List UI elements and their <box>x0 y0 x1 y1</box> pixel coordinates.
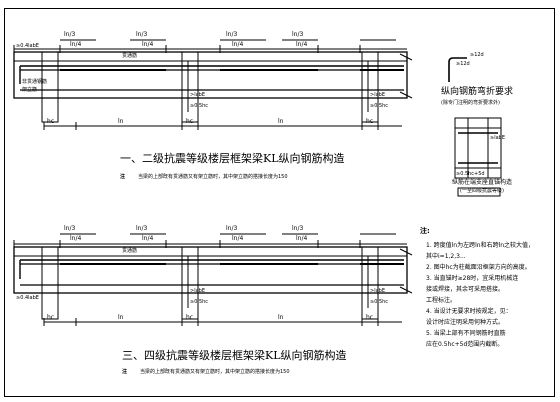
bot-lap-label: >labE <box>190 288 205 294</box>
note-item-7: 4. 当设计无要求时按规定，见： <box>426 308 512 315</box>
bot-dim-ln3-4: ln/3 <box>292 225 304 232</box>
break-line <box>399 248 413 256</box>
bot-through-label: 贯通筋 <box>122 248 138 254</box>
bot-dim-ln3-2: ln/3 <box>136 225 148 232</box>
bot-col-hc-1: hc <box>47 314 55 321</box>
note-item-8: 设计时应注明采用何种方式。 <box>426 319 505 326</box>
top-dim-ln3-4: ln/3 <box>292 31 304 38</box>
bend-detail <box>448 57 467 82</box>
bot-span-ln-2: ln <box>278 314 284 321</box>
bend-dim-2: ≥12d <box>470 52 484 58</box>
top-col-hc-3: hc <box>366 118 374 125</box>
bot-note: 当梁的上部既有贯通筋又有架立筋时，其中架立筋的搭接长度为150 <box>140 369 290 375</box>
column <box>41 51 59 123</box>
note-item-5: 接或焊接，其余可采用搭接。 <box>426 286 505 293</box>
bot-note-mark: 注 <box>122 369 128 375</box>
top-note-mark: 注 <box>120 174 126 180</box>
break-line <box>399 91 413 99</box>
column <box>361 51 379 123</box>
top-lap-label-r: >labE <box>370 92 385 98</box>
beam-outline <box>13 51 408 99</box>
column <box>361 246 379 320</box>
bot-dim-ln3-1: ln/3 <box>64 225 76 232</box>
top-dim-ln4-4: ln/4 <box>296 41 308 48</box>
top-note: 当梁的上部既有贯通筋又有架立筋时，其中架立筋的搭接长度为150 <box>138 174 288 180</box>
bot-span-ln-1: ln <box>118 314 124 321</box>
top-lap-label-2: ≥0.5hc <box>190 103 209 109</box>
column <box>181 51 199 123</box>
bot-dim-ln4-1: ln/4 <box>70 235 82 242</box>
notes-list: 1. 跨度值ln为左跨ln和右跨ln之较大值， 其中i=1,2,3... 2. … <box>426 240 550 350</box>
bot-dim-ln4-2: ln/4 <box>142 235 154 242</box>
top-col-hc-1: hc <box>47 118 55 125</box>
break-line <box>399 53 413 61</box>
notes-heading: 注: <box>420 227 430 235</box>
break-line <box>399 286 413 294</box>
top-dim-ln4-1: ln/4 <box>70 41 82 48</box>
sheet-frame <box>4 8 555 397</box>
top-span-ln-2: ln <box>278 118 284 125</box>
bot-lap-label-r2: ≥0.5hc <box>370 299 389 305</box>
top-lap-label: >labE <box>190 92 205 98</box>
bot-lap-label-r: >labE <box>370 288 385 294</box>
top-span-ln-1: ln <box>118 118 124 125</box>
bot-lap-label-2: ≥0.5hc <box>190 299 209 305</box>
note-item-3: 2. 图中hc为柱截面沿框架方向的高度。 <box>426 264 531 271</box>
anchor-subtitle-box <box>457 187 501 197</box>
top-dim-ln3-3: ln/3 <box>226 31 238 38</box>
bend-sub: (除专门注明的弯折要求外) <box>441 100 500 106</box>
rebar-hook <box>448 57 467 82</box>
top-left-anchor: ≥0.4labE <box>16 43 39 49</box>
top-dim-ln3-2: ln/3 <box>136 31 148 38</box>
bot-left-anchor: ≥0.4labE <box>16 295 39 301</box>
top-col-hc-2: hc <box>186 118 194 125</box>
note-item-1: 1. 跨度值ln为左跨ln和右跨ln之较大值， <box>426 242 535 249</box>
anchor-sub: (一至四级抗震等级) <box>460 188 504 194</box>
bot-col-hc-3: hc <box>366 314 374 321</box>
top-dim-ln3-1: ln/3 <box>64 31 76 38</box>
bend-dim-1: ≥12d <box>456 61 470 67</box>
bot-col-hc-2: hc <box>186 314 194 321</box>
top-dim-ln4-3: ln/4 <box>232 41 244 48</box>
note-item-10: 应在0.5hc+5d范围内截断。 <box>426 341 504 348</box>
note-item-4: 3. 当直锚时≥28时，宜采用机械连 <box>426 275 519 282</box>
bot-dim-ln3-3: ln/3 <box>226 225 238 232</box>
bend-title: 纵向钢筋弯折要求 <box>441 87 514 97</box>
bot-title: 三、四级抗震等级楼层框架梁KL纵向钢筋构造 <box>122 349 347 362</box>
bot-dim-ln4-4: ln/4 <box>296 235 308 242</box>
bottom-beam <box>13 233 413 326</box>
column <box>41 246 59 320</box>
top-dim-ln4-2: ln/4 <box>142 41 154 48</box>
top-beam <box>13 39 413 130</box>
note-item-6: 工程标注。 <box>426 297 457 304</box>
support-outline <box>454 117 502 179</box>
note-item-9: 5. 当梁上部有不同钢筋时直筋 <box>426 330 506 337</box>
anchor-detail <box>454 117 502 197</box>
top-title: 一、二级抗震等级楼层框架梁KL纵向钢筋构造 <box>120 152 345 165</box>
top-annot-1: 非贯通钢筋 <box>22 79 48 85</box>
top-annot-2: 架立筋 <box>22 87 38 93</box>
column <box>181 246 199 320</box>
anchor-title: 纵筋在端支座直锚构造 <box>452 179 513 186</box>
anchor-label-2: ≥0.5hc+5d <box>456 171 485 177</box>
top-lap-label-r2: ≥0.5hc <box>370 103 389 109</box>
beam-outline <box>13 246 408 294</box>
top-through-label: 贯通筋 <box>122 53 138 59</box>
bot-dim-ln4-3: ln/4 <box>232 235 244 242</box>
note-item-2: 其中i=1,2,3... <box>426 253 466 260</box>
anchor-label-1: ≥labE <box>490 135 505 141</box>
